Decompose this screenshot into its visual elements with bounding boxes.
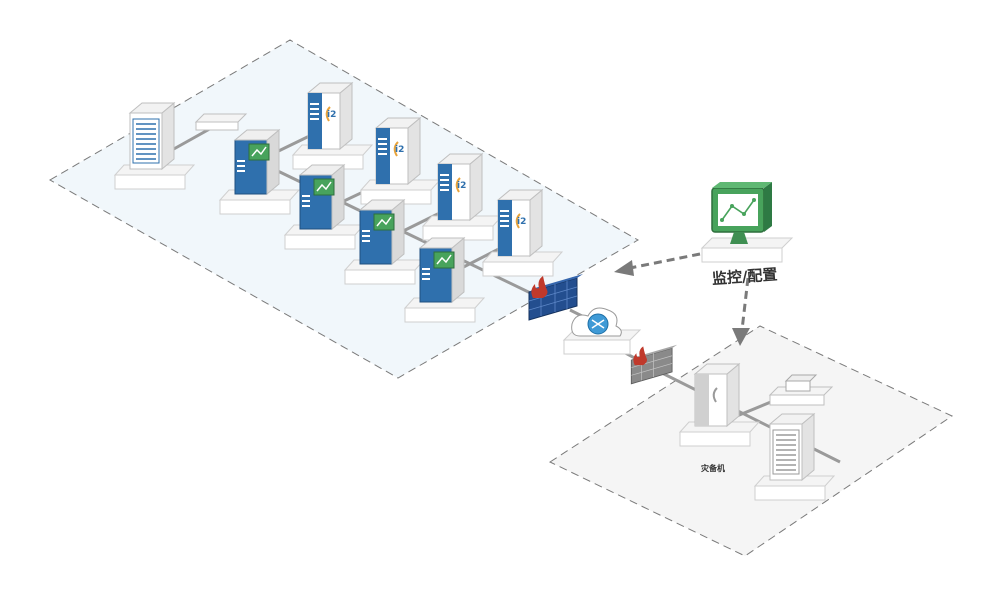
monitor-arrow-down xyxy=(732,277,750,346)
monitor-arrow-left xyxy=(614,252,701,276)
primary-switch-icon xyxy=(195,113,247,131)
dr-storage-icon xyxy=(754,412,835,501)
monitor-console-icon xyxy=(700,182,794,263)
standby-machine-label: 灾备机 xyxy=(701,463,725,473)
dr-server-icon xyxy=(679,362,760,447)
dr-switch-icon xyxy=(768,374,834,406)
disaster-recovery-zone xyxy=(548,325,954,557)
wan-cloud-icon xyxy=(562,307,642,355)
monitor-config-label: 监控/配置 xyxy=(711,265,778,288)
dr-firewall-icon xyxy=(630,344,678,385)
